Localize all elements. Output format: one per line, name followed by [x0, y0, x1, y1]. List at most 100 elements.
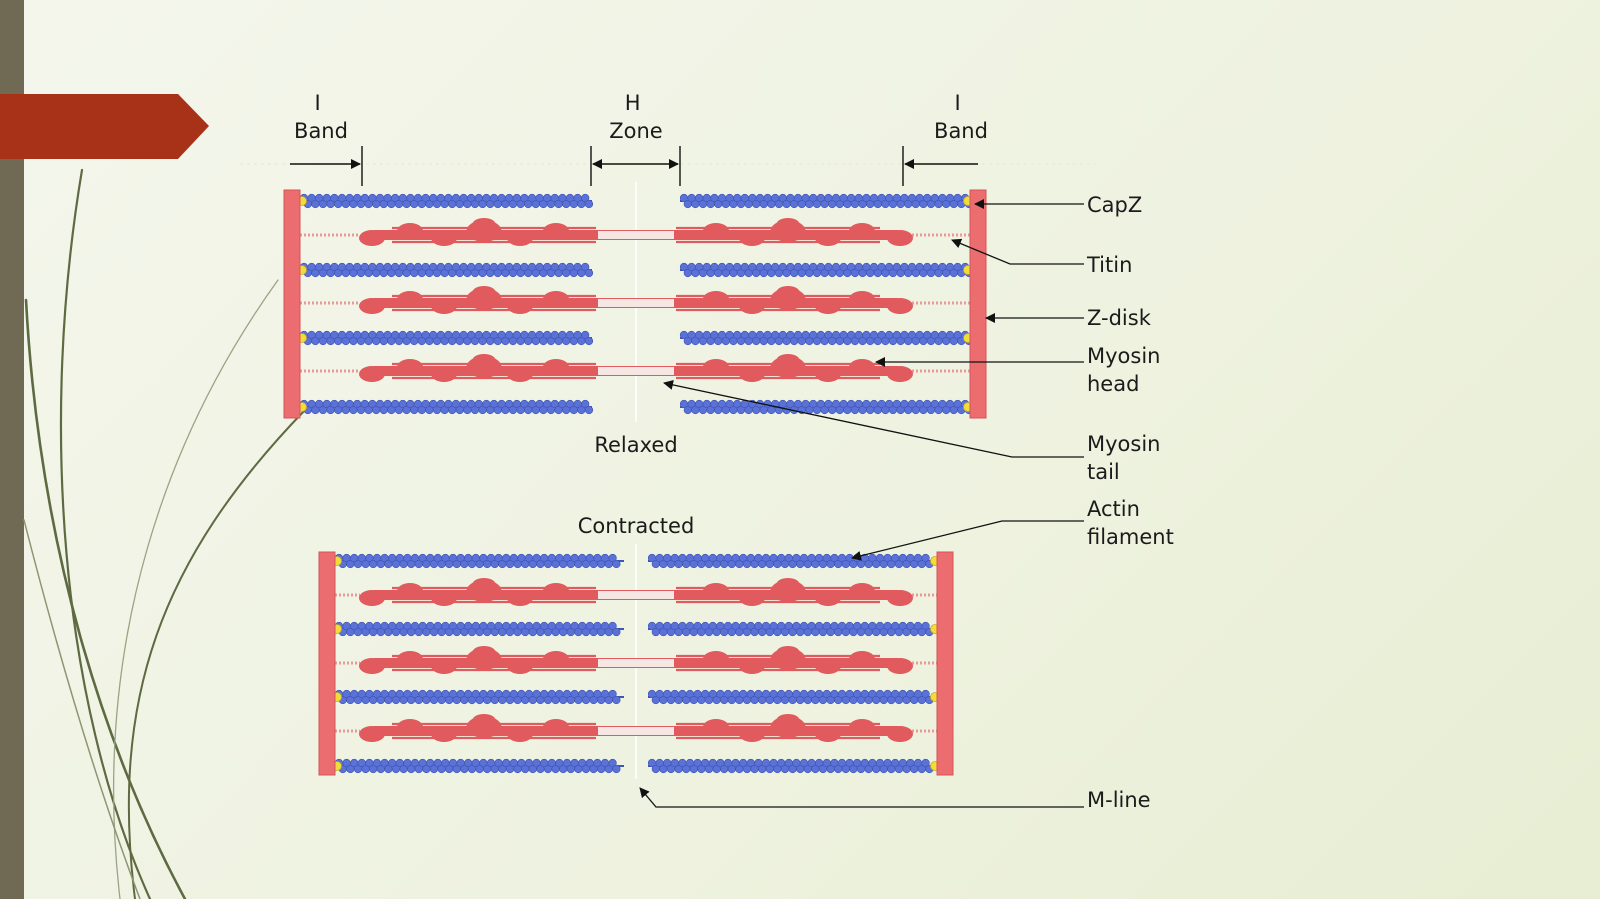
actin-filament-leader: [851, 520, 1084, 561]
myosin-head: [739, 658, 765, 674]
myosin-head: [849, 359, 875, 375]
myosin-tail-leader: [663, 379, 1084, 458]
myosin-head: [507, 726, 533, 742]
myosin-filament: [300, 218, 970, 246]
myosin-head: [397, 291, 423, 307]
actin-bead: [581, 262, 590, 272]
actin-filament: [332, 758, 624, 774]
titin-leader: [951, 238, 1084, 265]
myosin-filament: [335, 714, 937, 742]
myosin-head: [397, 359, 423, 375]
actin-bead: [584, 405, 594, 415]
m-zone-gap: [598, 591, 674, 599]
decorative-swoosh-lines: [23, 168, 306, 899]
myosin-filament: [300, 286, 970, 314]
myosin-head: [543, 651, 569, 667]
title-banner: [0, 94, 209, 159]
myosin-head: [776, 714, 800, 728]
myosin-head: [507, 298, 533, 314]
actin-bead: [584, 199, 594, 209]
myosin-head: [431, 298, 457, 314]
myosin-head: [397, 651, 423, 667]
myosin-head: [472, 218, 496, 232]
myosin-head: [472, 578, 496, 592]
actin-filament: [297, 262, 594, 278]
myosin-head: [887, 726, 913, 742]
z-disk-label: Z-disk: [1087, 306, 1152, 330]
actin-filament: [332, 621, 624, 637]
myosin-head: [543, 583, 569, 599]
myosin-head: [849, 583, 875, 599]
myosin-head: [543, 719, 569, 735]
actin-filament: [647, 553, 940, 569]
m-zone-gap: [598, 299, 674, 307]
myosin-head: [472, 286, 496, 300]
myosin-head: [431, 590, 457, 606]
myosin-head: [776, 286, 800, 300]
band-markers: [290, 146, 978, 186]
myosin-head: [815, 726, 841, 742]
callout-lines: [639, 199, 1084, 808]
myosin-head: [472, 354, 496, 368]
actin-bead: [608, 553, 617, 563]
myosin-head: [739, 726, 765, 742]
m-line-leader: [639, 787, 1084, 808]
titin-label: Titin: [1086, 253, 1132, 277]
actin-bead: [608, 689, 617, 699]
myosin-head: [472, 646, 496, 660]
z-disk: [318, 551, 336, 776]
actin-bead: [612, 627, 621, 637]
actin-filament: [297, 193, 594, 209]
myosin-head: [703, 583, 729, 599]
myosin-head: [703, 359, 729, 375]
actin-bead: [921, 689, 930, 699]
myosin-filament: [335, 646, 937, 674]
actin-filament: [332, 689, 624, 705]
contracted-label: Contracted: [578, 514, 695, 538]
actin-bead: [584, 336, 594, 346]
myosin-head: [849, 719, 875, 735]
myosin-head: [431, 658, 457, 674]
myosin-head: [887, 366, 913, 382]
m-zone-gap: [598, 659, 674, 667]
myosin-head: [507, 658, 533, 674]
myosin-head: [887, 590, 913, 606]
myosin-head: [739, 230, 765, 246]
m-zone-gap: [598, 727, 674, 735]
myosin-head: [359, 590, 385, 606]
myosin-head: [507, 366, 533, 382]
myosin-head: [815, 590, 841, 606]
actin-bead: [921, 758, 930, 768]
m-line-label: M-line: [1087, 788, 1151, 812]
myosin-head: [739, 590, 765, 606]
myosin-head: [815, 230, 841, 246]
z-disk: [969, 189, 987, 419]
actin-bead: [581, 193, 590, 203]
myosin-tail-label: Myosin tail: [1087, 432, 1167, 484]
actin-filament: [332, 553, 624, 569]
actin-filament: [679, 330, 974, 346]
myosin-head: [703, 291, 729, 307]
myosin-head: [507, 230, 533, 246]
actin-filament: [297, 399, 594, 415]
myosin-head: [472, 714, 496, 728]
myosin-head: [703, 223, 729, 239]
actin-bead: [612, 695, 621, 705]
myosin-head: [359, 658, 385, 674]
myosin-head: [739, 366, 765, 382]
h-zone-label: H Zone: [609, 91, 662, 143]
myosin-head: [849, 291, 875, 307]
z-disk: [283, 189, 301, 419]
actin-bead: [581, 399, 590, 409]
actin-bead: [612, 559, 621, 569]
myosin-filament: [335, 578, 937, 606]
myosin-head: [849, 651, 875, 667]
myosin-filament: [300, 354, 970, 382]
actin-filament: [297, 330, 594, 346]
myosin-head: [359, 230, 385, 246]
myosin-head-label: Myosin head: [1087, 344, 1167, 396]
actin-filament: [647, 621, 940, 637]
myosin-head: [887, 298, 913, 314]
myosin-head: [887, 230, 913, 246]
